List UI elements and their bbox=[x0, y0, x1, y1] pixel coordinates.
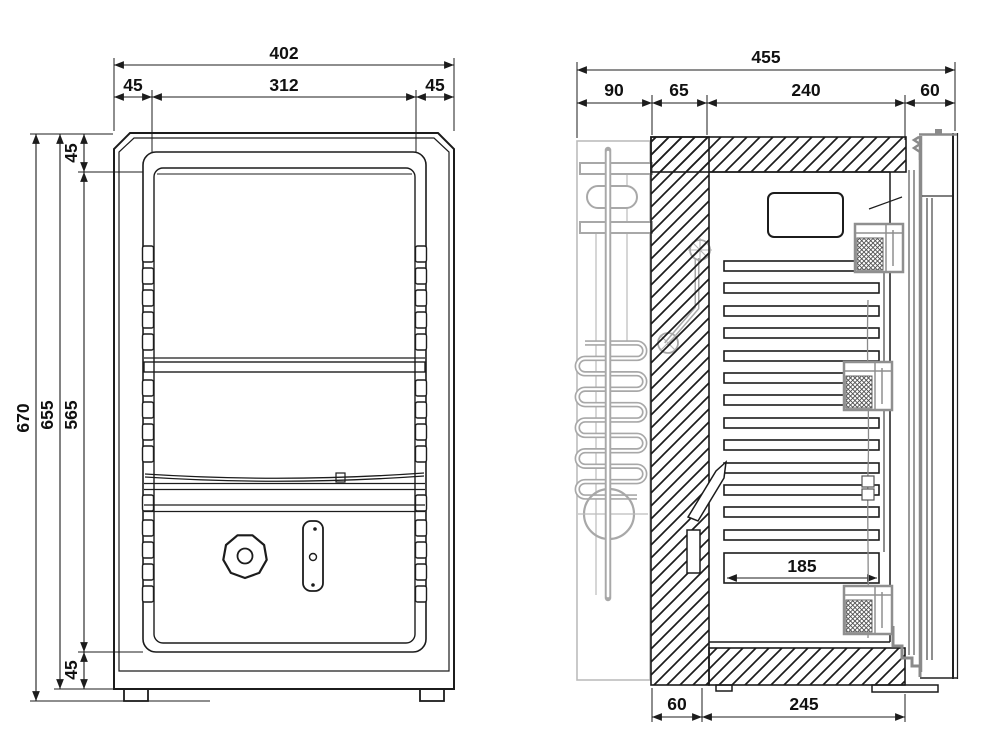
cabinet-outline bbox=[113, 132, 455, 690]
dim-side-bottom-interior: 245 bbox=[789, 694, 818, 714]
capillary-wire bbox=[861, 299, 875, 639]
dim-front-inner-width: 312 bbox=[269, 75, 298, 95]
dim-side-total-depth: 455 bbox=[751, 47, 780, 67]
bottom-rails bbox=[144, 482, 425, 513]
dim-side-back: 90 bbox=[604, 80, 624, 100]
base-feet bbox=[715, 684, 939, 693]
dim-side-interior: 240 bbox=[791, 80, 820, 100]
side-bottom-dimensions: 60 245 bbox=[651, 688, 906, 722]
dim-front-inner-height: 565 bbox=[61, 400, 81, 429]
insulation-walls bbox=[650, 136, 907, 686]
door-shelf-bracket-top bbox=[853, 222, 905, 274]
door-hinge-top bbox=[911, 135, 923, 160]
dim-front-body-height: 655 bbox=[37, 400, 57, 429]
feet bbox=[123, 688, 445, 702]
front-top-dimensions: 402 45 312 45 bbox=[113, 43, 455, 152]
door-shelf-bracket-middle bbox=[842, 360, 894, 412]
dim-side-wall: 65 bbox=[669, 80, 689, 100]
dim-side-door: 60 bbox=[920, 80, 940, 100]
drain-chute bbox=[686, 460, 727, 574]
evaporator-fins bbox=[723, 258, 885, 584]
dim-front-right-frame: 45 bbox=[425, 75, 445, 95]
shelf bbox=[143, 357, 426, 373]
dim-front-bottom-frame: 45 bbox=[61, 660, 81, 680]
front-view: 402 45 312 45 670 655 565 45 45 bbox=[13, 43, 455, 702]
side-view: 185 bbox=[574, 47, 959, 722]
dim-front-total-width: 402 bbox=[269, 43, 298, 63]
dim-fin-depth: 185 bbox=[787, 556, 816, 576]
door-shelf-bracket-bottom bbox=[842, 584, 894, 636]
hinge-pin bbox=[935, 129, 942, 134]
lamp-box bbox=[767, 192, 844, 238]
door-section bbox=[891, 129, 959, 679]
door-hinge-bottom bbox=[891, 626, 922, 677]
wire-shelf bbox=[144, 472, 425, 483]
shelf-notches bbox=[141, 245, 428, 603]
dim-side-bottom-wall: 60 bbox=[667, 694, 687, 714]
dim-front-left-frame: 45 bbox=[123, 75, 143, 95]
dim-front-top-frame: 45 bbox=[61, 143, 81, 163]
dim-front-total-height: 670 bbox=[13, 403, 33, 432]
control-plate bbox=[302, 520, 324, 592]
door-liner bbox=[142, 151, 427, 653]
front-left-dimensions: 670 655 565 45 45 bbox=[13, 133, 210, 702]
side-top-dimensions: 455 90 65 240 60 bbox=[576, 47, 956, 140]
thermostat-knob bbox=[222, 534, 268, 580]
fin-depth-dimension: 185 bbox=[727, 556, 877, 582]
